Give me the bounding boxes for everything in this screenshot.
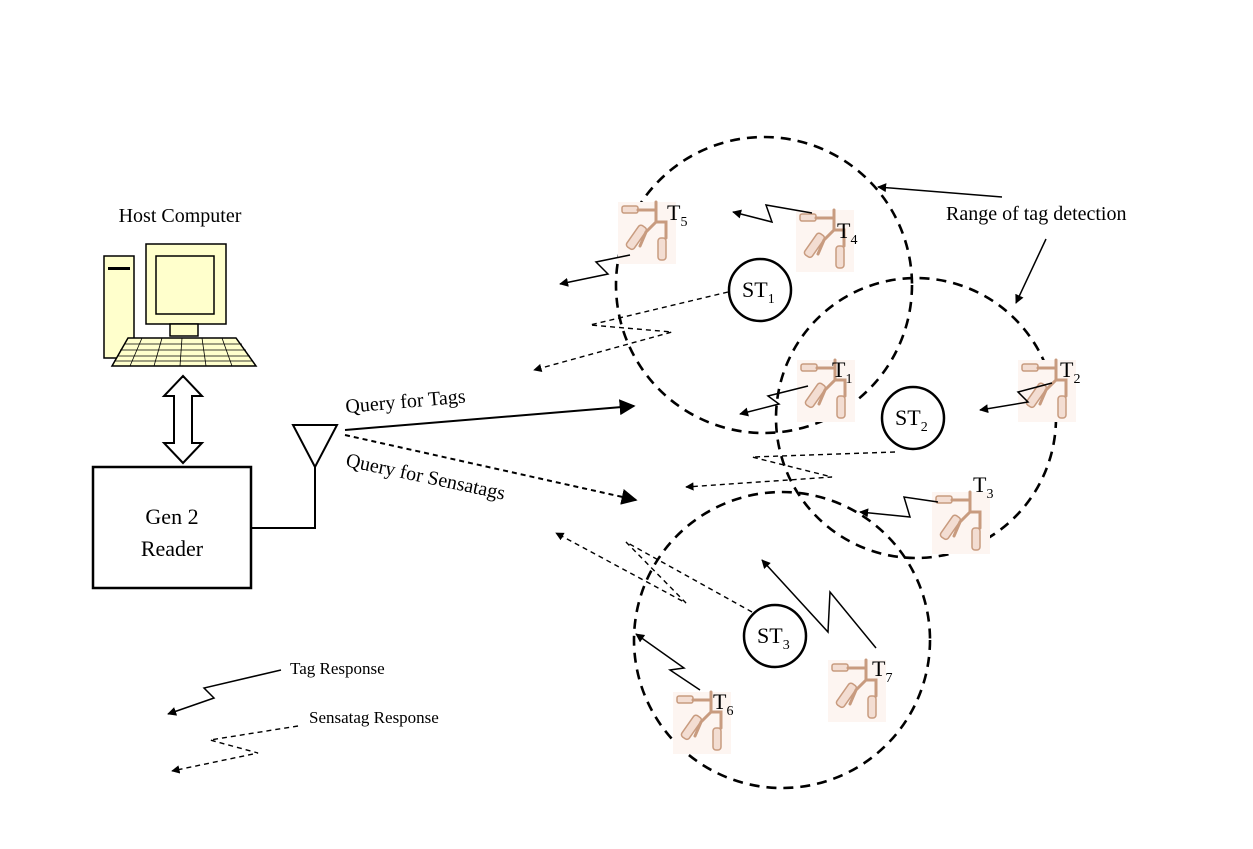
legend-tag-response-arrow <box>167 669 282 716</box>
reader-label-line1: Gen 2 <box>145 504 198 529</box>
tag-response-t6 <box>635 633 701 691</box>
legend-sensatag-response-label: Sensatag Response <box>309 708 439 727</box>
svg-text:T2: T2 <box>1060 357 1080 387</box>
legend: Tag Response Sensatag Response <box>167 659 439 774</box>
svg-text:T7: T7 <box>872 656 892 686</box>
svg-text:ST3: ST3 <box>757 623 790 653</box>
tag-t6: T6 <box>671 689 733 756</box>
tag-response-t5 <box>559 254 631 287</box>
host-computer-label: Host Computer <box>119 205 242 227</box>
svg-text:T6: T6 <box>713 689 733 719</box>
sensatag-st2: ST2 <box>880 385 946 451</box>
range-circle-3 <box>632 490 932 790</box>
gen2-reader-box: Gen 2 Reader <box>91 465 253 590</box>
tag-t3: T3 <box>930 472 993 556</box>
tag-t7: T7 <box>826 656 892 724</box>
antenna-icon <box>251 424 339 529</box>
range-pointer-arrow-1 <box>877 183 1003 198</box>
svg-text:T1: T1 <box>832 357 852 387</box>
svg-text:T3: T3 <box>973 472 993 502</box>
svg-text:T4: T4 <box>837 218 857 248</box>
legend-tag-response-label: Tag Response <box>290 659 385 678</box>
query-sensatags-label: Query for Sensatags <box>344 449 507 504</box>
svg-text:T5: T5 <box>667 200 687 230</box>
sensatag-st1: ST1 <box>727 257 793 323</box>
tag-response-t2 <box>979 382 1053 414</box>
sensatag-st3: ST3 <box>742 603 808 669</box>
reader-label-line2: Reader <box>141 536 204 561</box>
range-pointer-arrow-2 <box>1015 238 1047 304</box>
query-tags-label: Query for Tags <box>345 386 467 418</box>
tag-response-t4 <box>732 204 813 224</box>
tag-t2: T2 <box>1016 357 1080 424</box>
svg-text:ST1: ST1 <box>742 277 775 307</box>
tag-t5: T5 <box>616 200 687 266</box>
range-label: Range of tag detection <box>946 203 1127 225</box>
tag-response-t3 <box>859 496 939 518</box>
legend-sensatag-response-arrow <box>171 725 299 774</box>
tag-response-t1 <box>739 385 809 417</box>
svg-text:ST2: ST2 <box>895 405 928 435</box>
sensatag-response-st1 <box>533 291 729 373</box>
tag-t1: T1 <box>795 357 857 424</box>
computer-icon <box>103 243 258 367</box>
query-sensatags-arrow <box>344 434 638 505</box>
range-circle-1 <box>614 135 914 435</box>
sensatag-response-st2 <box>685 451 896 491</box>
tag-t4: T4 <box>794 208 857 274</box>
double-arrow-icon <box>161 374 205 465</box>
sensatag-response-st3 <box>555 532 753 613</box>
query-tags-arrow <box>344 399 636 431</box>
tag-response-t7 <box>761 559 877 649</box>
